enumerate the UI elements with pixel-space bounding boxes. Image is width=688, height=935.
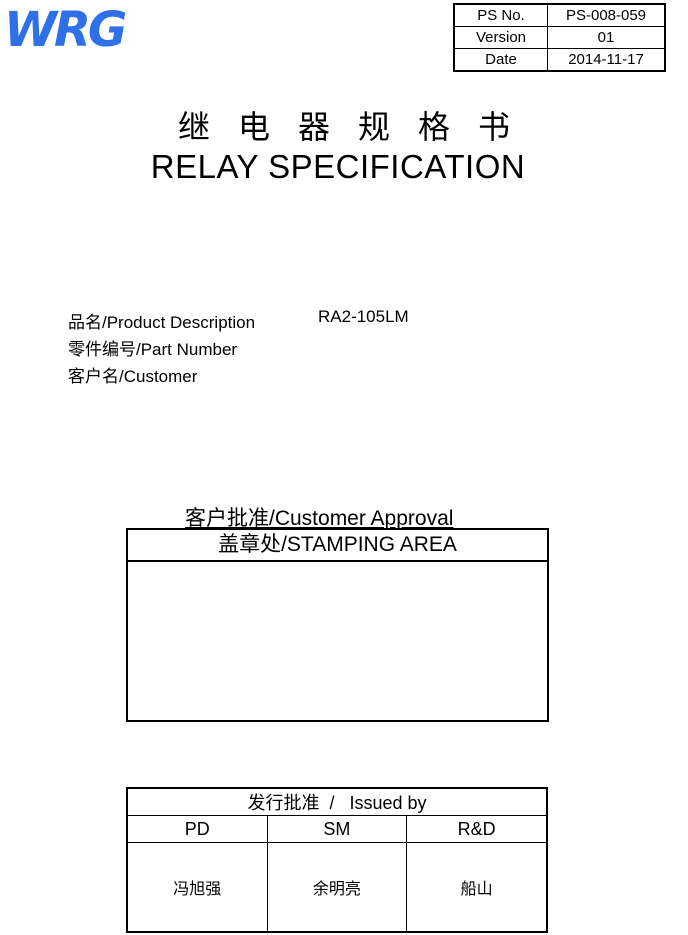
svg-text:WRG: WRG xyxy=(4,4,126,50)
customer-label: 客户名/Customer xyxy=(68,367,198,386)
title-char: 书 xyxy=(478,108,511,146)
title-char: 继 xyxy=(177,108,210,146)
table-row: 发行批准 / Issued by xyxy=(126,787,548,816)
part-number-label: 零件编号/Part Number xyxy=(68,340,238,359)
ps-no-value: PS-008-059 xyxy=(547,3,666,27)
table-row: Version 01 xyxy=(453,26,666,49)
title-char: 器 xyxy=(297,108,330,146)
role-sm: SM xyxy=(266,815,408,843)
stamping-area: 盖章处/STAMPING AREA xyxy=(126,528,549,722)
title-english: RELAY SPECIFICATION xyxy=(150,148,526,185)
table-row: PS No. PS-008-059 xyxy=(453,3,666,27)
document-info-table: PS No. PS-008-059 Version 01 Date 2014-1… xyxy=(453,3,666,72)
table-row: 冯旭强 余明亮 船山 xyxy=(126,842,548,933)
date-value: 2014-11-17 xyxy=(547,48,666,72)
signature-pd: 冯旭强 xyxy=(126,842,268,933)
issued-by-header: 发行批准 / Issued by xyxy=(126,787,548,816)
version-label: Version xyxy=(453,26,548,49)
stamping-area-header: 盖章处/STAMPING AREA xyxy=(128,530,547,562)
role-pd: PD xyxy=(126,815,268,843)
signature-sm: 余明亮 xyxy=(266,842,408,933)
customer-approval-title: 客户批准/Customer Approval xyxy=(185,507,454,530)
version-value: 01 xyxy=(547,26,666,49)
title-char: 电 xyxy=(237,108,270,146)
table-row: Date 2014-11-17 xyxy=(453,48,666,72)
date-label: Date xyxy=(453,48,548,72)
role-rd: R&D xyxy=(406,815,548,843)
title-char: 规 xyxy=(358,108,391,146)
title-chinese: 继电器规格书 xyxy=(0,102,688,148)
product-description-value: RA2-105LM xyxy=(318,307,409,326)
table-row: PD SM R&D xyxy=(126,815,548,843)
product-description-label: 品名/Product Description xyxy=(68,313,256,332)
signature-rd: 船山 xyxy=(406,842,548,933)
wrg-logo: WRG xyxy=(4,4,129,50)
ps-no-label: PS No. xyxy=(453,3,548,27)
title-char: 格 xyxy=(418,108,451,146)
issued-by-table: 发行批准 / Issued by PD SM R&D 冯旭强 余明亮 船山 xyxy=(126,787,548,933)
